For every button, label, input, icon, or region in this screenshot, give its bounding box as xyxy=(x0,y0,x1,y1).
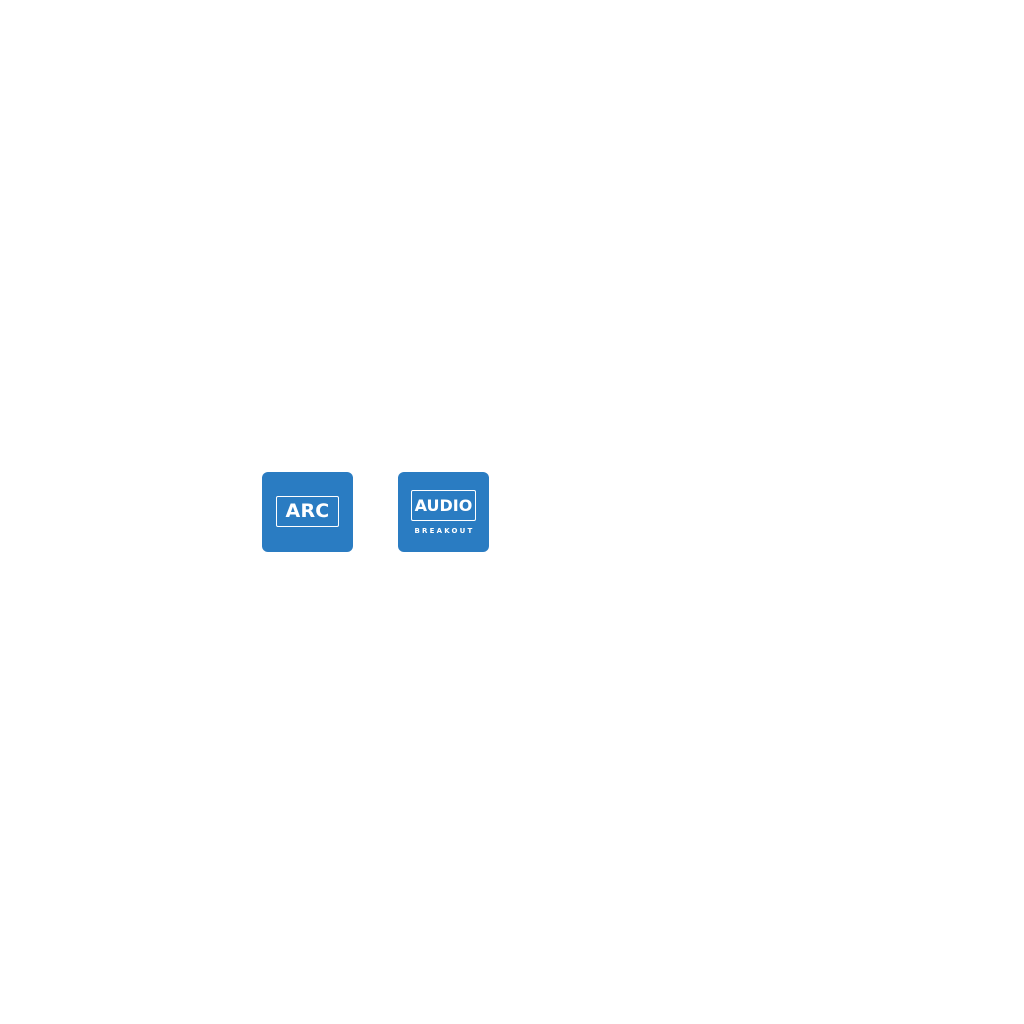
arc-label-frame: ARC xyxy=(276,496,339,527)
breakout-label: BREAKOUT xyxy=(414,527,475,535)
audio-label: AUDIO xyxy=(414,495,473,515)
audio-breakout-icon: AUDIO BREAKOUT xyxy=(398,472,489,552)
arc-label: ARC xyxy=(285,500,330,522)
audio-label-frame: AUDIO xyxy=(411,490,476,521)
arc-icon: ARC xyxy=(262,472,353,552)
